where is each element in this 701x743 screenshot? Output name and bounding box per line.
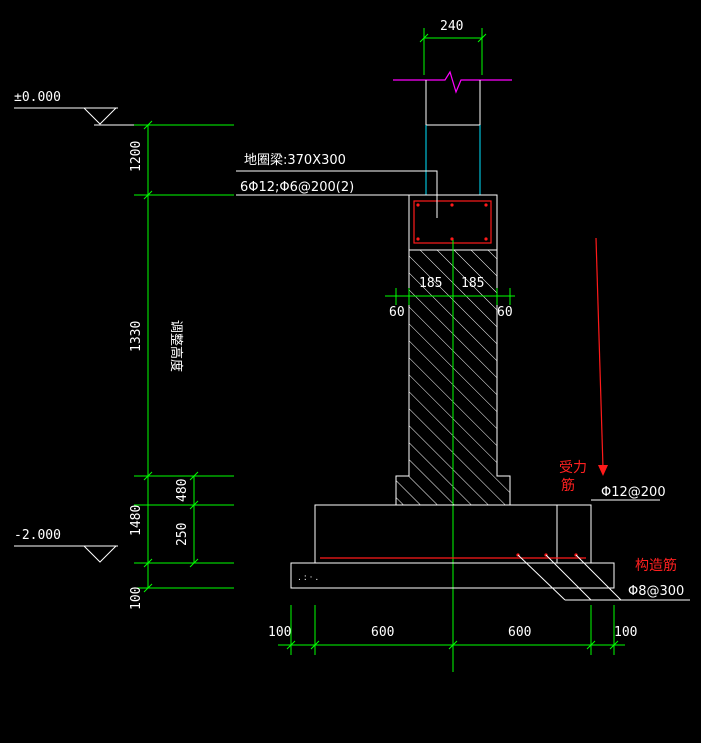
pier-step-left: 60 — [389, 305, 405, 320]
elevation-bottom: -2.000 — [14, 528, 118, 563]
main-bar-spec: Φ12@200 — [601, 485, 666, 500]
pier-half-left: 185 — [419, 276, 442, 291]
dim-left-edge: 100 — [268, 625, 291, 640]
height-note: 调整高度 — [168, 320, 184, 372]
brick-wall — [425, 80, 481, 195]
pier-step-right: 60 — [497, 305, 513, 320]
dim-left-half: 600 — [371, 625, 394, 640]
pier-half-right: 185 — [461, 276, 484, 291]
dim-250: 250 — [175, 523, 190, 546]
bottom-dimensions: 100 600 600 100 — [268, 605, 637, 655]
footing: . : · . — [290, 504, 615, 589]
svg-text:. : · .: . : · . — [298, 573, 318, 583]
elevation-bottom-label: -2.000 — [14, 528, 61, 543]
dim-right-half: 600 — [508, 625, 531, 640]
dim-1330: 1330 — [129, 321, 144, 352]
elevation-top: ±0.000 — [14, 90, 234, 126]
ring-beam-size: 地圈梁:370X300 — [244, 153, 346, 168]
dim-1200: 1200 — [129, 141, 144, 172]
break-line — [393, 70, 512, 94]
rebar-leaders: 受力 筋 Φ12@200 构造筋 Φ8@300 — [517, 237, 690, 601]
ring-beam-note: 地圈梁:370X300 6Φ12;Φ6@200(2) — [236, 153, 438, 218]
dim-1480: 1480 — [129, 505, 144, 536]
wall-width-label: 240 — [440, 19, 463, 34]
dist-bar-spec: Φ8@300 — [628, 584, 684, 599]
ring-beam-rebar: 6Φ12;Φ6@200(2) — [240, 180, 354, 195]
dim-480: 480 — [175, 479, 190, 502]
dist-bar-label: 构造筋 — [635, 557, 677, 574]
main-bar-label-line2: 筋 — [561, 477, 575, 494]
main-bar-label-line1: 受力 — [559, 460, 587, 476]
wall-width-dimension: 240 — [419, 19, 487, 75]
dim-right-edge: 100 — [614, 625, 637, 640]
vertical-dimensions: 1200 1330 1480 480 250 100 调整高度 — [129, 120, 234, 610]
dim-100: 100 — [129, 587, 144, 610]
pier-dimensions: 185 185 60 60 — [385, 276, 515, 320]
elevation-top-label: ±0.000 — [14, 90, 61, 105]
